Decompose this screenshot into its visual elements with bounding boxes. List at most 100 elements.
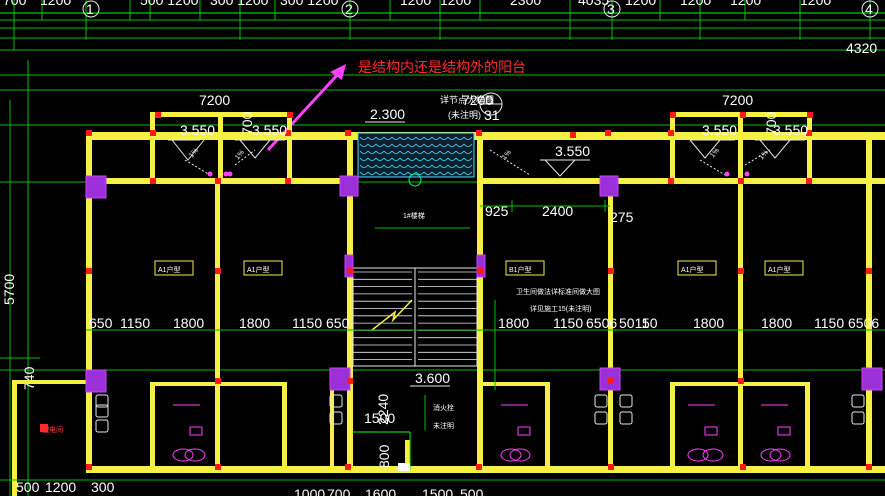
red-markers — [86, 112, 872, 470]
row-dimension-line: 650 1150 1800 1800 1150 650 1800 1150 65… — [86, 315, 885, 331]
row-dim: 5011 — [619, 315, 649, 331]
roof-tile-pattern — [357, 132, 475, 187]
balcony-slope-marks — [168, 139, 805, 177]
dim-925: 925 — [485, 203, 509, 219]
question-annotation: 是结构内还是结构外的阳台 — [358, 59, 526, 75]
mid-dimension-line: 925 2400 275 — [480, 200, 634, 225]
left-dimension: 5700 740 — [0, 60, 885, 496]
ruler-text: 2300 — [510, 0, 541, 8]
row-dim: 650 — [89, 315, 113, 331]
center-detail-callout: 7200 31 详节点大样图 (未注明) 2.300 — [365, 92, 503, 123]
ruler-text: 1200 — [625, 0, 656, 8]
bottom-dim: 500 — [16, 479, 40, 495]
dim-740: 740 — [21, 366, 37, 390]
dim-700: 700 — [763, 111, 779, 135]
dim-2240: 2240 — [375, 394, 391, 425]
room-labels: A1户型 A1户型 B1户型 A1户型 A1户型 — [154, 260, 804, 276]
dim-balcony-right: 7200 — [722, 92, 753, 108]
axis-marker-3 — [603, 0, 621, 18]
bottom-dim: 700 — [327, 486, 351, 496]
equipment-room-label: 配电间 — [42, 425, 63, 434]
top-ruler: 700 1200 500 1200 300 1200 300 1200 1200… — [0, 0, 885, 76]
dim-center-7200: 7200 — [462, 92, 493, 108]
row-dim: 1800 — [173, 315, 204, 331]
room-label: A1户型 — [681, 265, 704, 274]
ruler-text: 1200 — [800, 0, 831, 8]
dim-700: 700 — [239, 111, 255, 135]
elev-3550: 3.550 — [180, 122, 215, 138]
ruler-text: 700 — [3, 0, 27, 8]
bottom-dimension-line: 500 1200 300 1000 700 1600 1500 500 — [0, 479, 885, 496]
ruler-text: 1200 — [680, 0, 711, 8]
stair-label: 1#楼梯 — [403, 211, 425, 220]
axis-marker-2 — [341, 0, 359, 18]
row-dim: 650 — [326, 315, 350, 331]
elev-3550: 3.550 — [252, 122, 287, 138]
dim-2400: 2400 — [542, 203, 573, 219]
stair-landing-dims: 3.600 2240 1500 800 消火栓 未注明 — [353, 370, 454, 471]
bottom-dim: 1600 — [365, 486, 396, 496]
ruler-text: 4035 — [578, 0, 609, 8]
row-dim: 6506 — [848, 315, 879, 331]
bottom-dim: 1500 — [422, 486, 453, 496]
dim-4320: 4320 — [846, 40, 877, 56]
row-dim: 6506 — [586, 315, 617, 331]
elev-2300: 2.300 — [370, 106, 405, 122]
bottom-dim: 500 — [460, 486, 484, 496]
elev-3550: 3.550 — [773, 122, 808, 138]
dim-5700: 5700 — [1, 274, 17, 305]
row-dim: 1800 — [239, 315, 270, 331]
row-dim: 1150 — [292, 315, 322, 331]
ruler-text: 1200 — [440, 0, 471, 8]
ruler-text: 500 1200 — [140, 0, 199, 8]
marker — [40, 424, 48, 432]
dim-balcony-left: 7200 — [199, 92, 230, 108]
axis-marker-4 — [861, 0, 879, 18]
slope-mark: 1% — [188, 147, 200, 159]
slope-mark: 1% — [758, 149, 770, 161]
dim-800: 800 — [376, 444, 392, 468]
bottom-dim: 1000 — [294, 486, 325, 496]
ruler-text: 1200 — [40, 0, 71, 8]
elev-3550: 3.550 — [555, 143, 590, 159]
fire-hydrant-label: 消火栓 — [433, 403, 454, 412]
bathroom-fixtures — [95, 394, 865, 462]
axis-marker-1 — [82, 0, 100, 18]
slope-mark: 1% — [709, 147, 721, 159]
room-label: A1户型 — [768, 265, 791, 274]
room-label: B1户型 — [509, 265, 532, 274]
detail-31: 31 — [484, 107, 500, 123]
row-dim: 1800 — [693, 315, 724, 331]
row-dim: 1800 — [761, 315, 792, 331]
room-label: A1户型 — [158, 265, 181, 274]
bath-note-2: 详见施工15(未注明) — [530, 304, 591, 313]
bath-note: 卫生间做法详标准间做大图 — [516, 287, 600, 296]
bottom-dim: 1200 — [45, 479, 76, 495]
ruler-text: 1200 — [730, 0, 761, 8]
ruler-text: 300 1200 — [210, 0, 269, 8]
row-dim: 1150 — [120, 315, 150, 331]
axis-marker-label: 4 — [865, 1, 873, 17]
row-dim: 1800 — [498, 315, 529, 331]
room-label: A1户型 — [247, 265, 270, 274]
slope-mark: 1% — [234, 149, 246, 161]
ruler-text: 1200 — [400, 0, 431, 8]
columns — [85, 175, 883, 393]
bottom-dim: 300 — [91, 479, 115, 495]
staircase: 1#楼梯 — [352, 211, 478, 367]
slope-mark: 1% — [501, 149, 513, 161]
row-dim: 1150 — [553, 315, 583, 331]
dim-275: 275 — [610, 209, 634, 225]
detail-note: 详节点大样图 — [440, 94, 494, 105]
elev-3550: 3.550 — [702, 122, 737, 138]
fire-hydrant-note: 未注明 — [433, 421, 454, 430]
axis-marker-label: 1 — [86, 1, 94, 17]
row-dim: 1150 — [814, 315, 844, 331]
elev-3600: 3.600 — [415, 370, 450, 386]
dim-1500: 1500 — [364, 410, 395, 426]
axis-marker-label: 3 — [607, 1, 615, 17]
row-dim: 50 — [642, 315, 658, 331]
detail-note-2: (未注明) — [448, 109, 481, 120]
axis-marker-label: 2 — [345, 1, 353, 17]
